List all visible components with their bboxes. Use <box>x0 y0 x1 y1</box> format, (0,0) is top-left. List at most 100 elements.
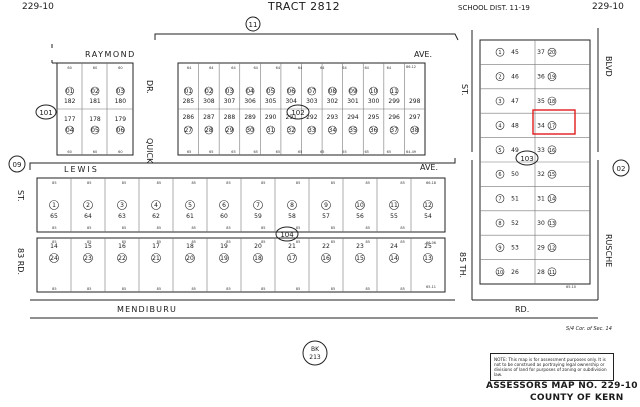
lot-number: 50 <box>511 171 519 178</box>
parcel-number: 02 <box>91 88 99 95</box>
parcel-circle[interactable] <box>369 125 378 135</box>
parcel-circle[interactable] <box>348 86 358 96</box>
street-rd: RD. <box>515 305 529 314</box>
parcel-circle[interactable] <box>495 145 505 155</box>
parcel-circle[interactable] <box>286 86 296 96</box>
parcel-circle[interactable] <box>547 218 557 228</box>
parcel-circle[interactable] <box>495 72 505 81</box>
parcel-number: 23 <box>84 255 92 262</box>
lot-number: 289 <box>244 114 256 121</box>
parcel-circle[interactable] <box>307 86 317 96</box>
parcel-circle[interactable] <box>547 194 557 203</box>
frontage-dim: 85 <box>157 226 161 230</box>
parcel-circle[interactable] <box>219 200 229 210</box>
parcel-circle[interactable] <box>185 200 195 210</box>
parcel-circle[interactable] <box>225 125 234 135</box>
parcel-circle[interactable] <box>287 200 297 210</box>
lot-number: 306 <box>244 98 256 105</box>
parcel-circle[interactable] <box>328 125 337 135</box>
bk-label: BK <box>311 346 320 353</box>
parcel-circle[interactable] <box>225 86 234 96</box>
parcel-circle[interactable] <box>117 200 127 210</box>
street-85th: 85 TH. <box>458 252 467 278</box>
parcel-circle[interactable] <box>266 86 275 96</box>
lot-number: 179 <box>115 116 127 123</box>
parcel-circle[interactable] <box>389 253 399 263</box>
parcel-circle[interactable] <box>245 86 255 96</box>
parcel-circle[interactable] <box>253 200 263 210</box>
parcel-circle[interactable] <box>49 253 59 263</box>
parcel-circle[interactable] <box>90 125 100 135</box>
parcel-circle[interactable] <box>151 253 161 263</box>
lot-number: 36 <box>537 74 545 81</box>
parcel-circle[interactable] <box>204 86 214 96</box>
parcel-number: 10 <box>370 88 378 95</box>
parcel-circle[interactable] <box>183 125 193 135</box>
parcel-circle[interactable] <box>495 267 505 277</box>
parcel-circle[interactable] <box>547 145 557 155</box>
lot-number: 22 <box>322 243 330 250</box>
parcel-circle[interactable] <box>547 47 557 57</box>
parcel-circle[interactable] <box>355 200 365 210</box>
parcel-circle[interactable] <box>547 267 557 277</box>
parcel-circle[interactable] <box>495 96 505 106</box>
parcel-number: 4 <box>498 123 501 129</box>
map-ref-left: 229-10 <box>22 2 54 12</box>
parcel-circle[interactable] <box>49 200 59 210</box>
parcel-circle[interactable] <box>307 125 317 135</box>
parcel-circle[interactable] <box>410 125 420 135</box>
lot-number: 303 <box>306 98 318 105</box>
parcel-circle[interactable] <box>389 200 399 210</box>
parcel-circle[interactable] <box>219 253 229 263</box>
parcel-circle[interactable] <box>495 121 505 130</box>
parcel-number: 1 <box>498 50 501 56</box>
parcel-circle[interactable] <box>151 200 161 210</box>
parcel-number: 7 <box>256 202 260 209</box>
parcel-circle[interactable] <box>423 200 433 210</box>
parcel-number: 04 <box>246 88 254 95</box>
parcel-number: 03 <box>226 88 234 95</box>
parcel-circle[interactable] <box>183 86 193 96</box>
parcel-circle[interactable] <box>547 121 557 130</box>
parcel-circle[interactable] <box>65 86 74 96</box>
parcel-circle[interactable] <box>495 243 505 252</box>
parcel-circle[interactable] <box>185 253 195 263</box>
parcel-circle[interactable] <box>389 86 399 96</box>
frontage-dim: 64 <box>231 66 236 70</box>
parcel-circle[interactable] <box>204 125 214 135</box>
parcel-circle[interactable] <box>90 86 100 96</box>
parcel-circle[interactable] <box>348 125 358 135</box>
block-103-dividers <box>480 64 590 260</box>
parcel-circle[interactable] <box>547 96 557 106</box>
parcel-circle[interactable] <box>495 169 505 179</box>
parcel-circle[interactable] <box>547 72 557 81</box>
parcel-circle[interactable] <box>495 218 505 228</box>
highlighted-parcel[interactable] <box>532 109 576 135</box>
parcel-circle[interactable] <box>389 125 399 135</box>
parcel-circle[interactable] <box>287 253 297 263</box>
parcel-number: 6 <box>222 202 226 209</box>
parcel-circle[interactable] <box>369 86 378 96</box>
parcel-circle[interactable] <box>321 253 331 263</box>
parcel-circle[interactable] <box>116 125 125 135</box>
frontage-dim: 60 <box>118 150 122 154</box>
parcel-number: 11 <box>390 88 398 95</box>
parcel-circle[interactable] <box>253 253 263 263</box>
parcel-circle[interactable] <box>65 125 74 135</box>
parcel-circle[interactable] <box>266 125 275 135</box>
parcel-circle[interactable] <box>547 243 557 252</box>
parcel-circle[interactable] <box>83 200 93 210</box>
parcel-circle[interactable] <box>547 169 557 179</box>
parcel-circle[interactable] <box>83 253 93 263</box>
parcel-circle[interactable] <box>286 125 296 135</box>
parcel-circle[interactable] <box>355 253 365 263</box>
parcel-circle[interactable] <box>423 253 433 263</box>
parcel-circle[interactable] <box>116 86 125 96</box>
parcel-circle[interactable] <box>495 47 505 57</box>
parcel-circle[interactable] <box>117 253 127 263</box>
frontage-dim: 85 <box>400 181 404 185</box>
parcel-circle[interactable] <box>328 86 337 96</box>
parcel-circle[interactable] <box>495 194 505 203</box>
parcel-circle[interactable] <box>245 125 255 135</box>
parcel-circle[interactable] <box>321 200 331 210</box>
